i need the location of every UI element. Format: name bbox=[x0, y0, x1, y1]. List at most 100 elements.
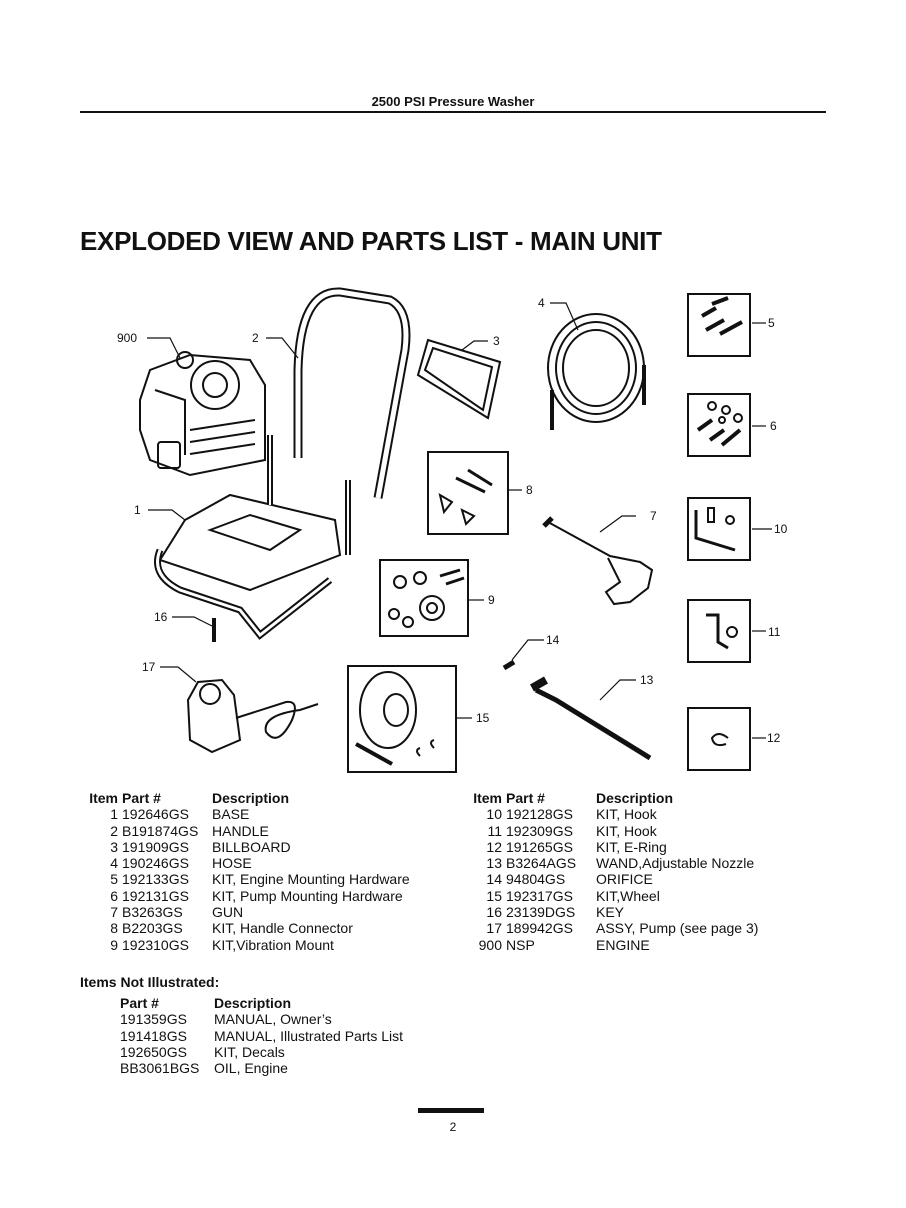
callout-12: 12 bbox=[767, 731, 781, 745]
cell-item: 4 bbox=[110, 855, 118, 872]
cell-desc: KIT, E-Ring bbox=[596, 838, 667, 855]
callout-9: 9 bbox=[488, 593, 495, 607]
callout-15: 15 bbox=[476, 711, 490, 725]
cell-desc: BILLBOARD bbox=[212, 838, 291, 855]
callout-2: 2 bbox=[252, 331, 259, 345]
cell-desc: KIT, Hook bbox=[596, 822, 657, 839]
callout-3: 3 bbox=[493, 334, 500, 348]
cell-part: 94804GS bbox=[506, 871, 566, 888]
desc-header: Description bbox=[212, 790, 290, 806]
part-11-box bbox=[687, 599, 751, 663]
cell-desc: BASE bbox=[212, 806, 250, 823]
cell-desc: WAND,Adjustable Nozzle bbox=[596, 855, 755, 872]
part-8-box bbox=[427, 451, 509, 535]
item-header: Item bbox=[89, 790, 118, 806]
callout-16: 16 bbox=[154, 610, 168, 624]
cell-part: 190246GS bbox=[122, 855, 189, 872]
cell-desc: GUN bbox=[212, 904, 244, 921]
part-header: Part # bbox=[506, 790, 545, 806]
callout-11: 11 bbox=[768, 625, 781, 639]
cell-item: 17 bbox=[486, 920, 502, 937]
cell-item: 9 bbox=[110, 936, 118, 953]
cell-item: 8 bbox=[110, 920, 118, 937]
cell-part: BB3061BGS bbox=[120, 1060, 200, 1077]
cell-desc: KIT,Vibration Mount bbox=[212, 936, 334, 953]
part-12-box bbox=[687, 707, 751, 771]
desc-header: Description bbox=[214, 995, 292, 1011]
cell-desc: KIT, Handle Connector bbox=[212, 920, 353, 937]
parts-list-header: Item Part # Description bbox=[80, 790, 462, 806]
part-9-box bbox=[379, 559, 469, 637]
gun-illustration bbox=[542, 516, 654, 606]
cell-part: 191265GS bbox=[506, 838, 573, 855]
item-header: Item bbox=[473, 790, 502, 806]
engine-illustration bbox=[139, 351, 266, 477]
part-10-box bbox=[687, 497, 751, 561]
cell-part: 192646GS bbox=[122, 806, 189, 823]
cell-item: 900 bbox=[478, 936, 502, 953]
part-header: Part # bbox=[122, 790, 161, 806]
callout-17: 17 bbox=[142, 660, 156, 674]
callout-8: 8 bbox=[526, 483, 533, 497]
cell-desc: ENGINE bbox=[596, 936, 650, 953]
not-illustrated-title: Items Not Illustrated: bbox=[80, 974, 220, 990]
cell-part: 192317GS bbox=[506, 887, 573, 904]
table-row: 191359GS MANUAL, Owner’s bbox=[120, 1011, 464, 1027]
cell-desc: ORIFICE bbox=[596, 871, 653, 888]
cell-part: 191359GS bbox=[120, 1011, 187, 1028]
callout-13: 13 bbox=[640, 673, 654, 687]
cell-part: 192133GS bbox=[122, 871, 189, 888]
cell-desc: KEY bbox=[596, 904, 625, 921]
cell-desc: KIT, Engine Mounting Hardware bbox=[212, 871, 410, 888]
cell-part: 192131GS bbox=[122, 887, 189, 904]
cell-desc: MANUAL, Owner’s bbox=[214, 1011, 332, 1028]
cell-part: 191418GS bbox=[120, 1027, 187, 1044]
handle-illustration bbox=[293, 287, 411, 499]
header-title: 2500 PSI Pressure Washer bbox=[371, 94, 535, 109]
callout-4: 4 bbox=[538, 296, 545, 310]
cell-part: 192309GS bbox=[506, 822, 573, 839]
header-rule bbox=[80, 111, 826, 113]
cell-item: 14 bbox=[486, 871, 502, 888]
part-6-box bbox=[687, 393, 751, 457]
callout-6: 6 bbox=[770, 419, 777, 433]
cell-desc: KIT,Wheel bbox=[596, 887, 660, 904]
cell-part: B2203GS bbox=[122, 920, 183, 937]
callout-14: 14 bbox=[546, 633, 560, 647]
section-title: EXPLODED VIEW AND PARTS LIST - MAIN UNIT bbox=[80, 226, 662, 256]
cell-desc: MANUAL, Illustrated Parts List bbox=[214, 1027, 404, 1044]
cell-item: 11 bbox=[487, 822, 502, 839]
billboard-illustration bbox=[416, 338, 502, 420]
cell-part: 192310GS bbox=[122, 936, 189, 953]
desc-header: Description bbox=[596, 790, 674, 806]
cell-item: 16 bbox=[486, 904, 502, 921]
cell-desc: ASSY, Pump (see page 3) bbox=[596, 920, 759, 937]
cell-item: 6 bbox=[110, 887, 118, 904]
cell-desc: KIT, Decals bbox=[214, 1043, 285, 1060]
hose-illustration bbox=[547, 313, 646, 430]
callout-7: 7 bbox=[650, 509, 657, 523]
cell-part: 192650GS bbox=[120, 1043, 187, 1060]
cell-item: 10 bbox=[486, 806, 502, 823]
cell-part: B3264AGS bbox=[506, 855, 577, 872]
part-15-box bbox=[347, 665, 457, 773]
footer-bar bbox=[418, 1108, 484, 1113]
cell-part: 189942GS bbox=[506, 920, 573, 937]
cell-item: 12 bbox=[486, 838, 502, 855]
callout-5: 5 bbox=[768, 316, 775, 330]
parts-list-header: Item Part # Description bbox=[464, 790, 846, 806]
